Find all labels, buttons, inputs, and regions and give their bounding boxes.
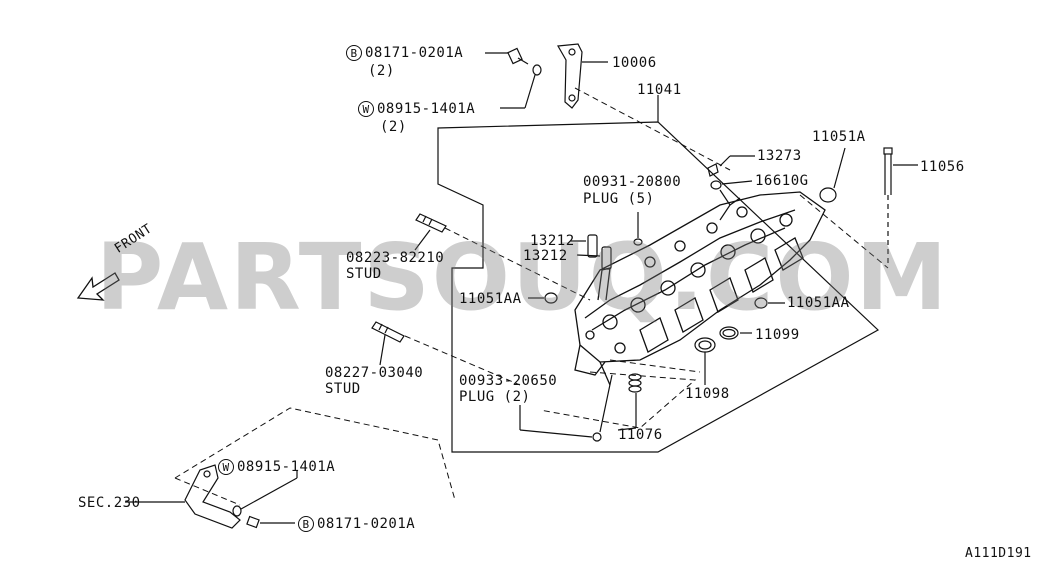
bracket-lower [125,464,298,529]
plug-00933-name: PLUG (2) [459,389,530,405]
part-16610G[interactable]: 16610G [755,173,809,189]
washer-symbol-icon: W [358,101,374,117]
dash-plug-box [539,371,697,429]
part-11051AA-right[interactable]: 11051AA [787,295,850,311]
stud-03040 [371,321,405,366]
bolt-top-qty: (2) [368,63,395,79]
bolt-top-number: 08171-0201A [365,45,464,61]
sec-230-ref[interactable]: SEC.230 [78,495,141,511]
dash-lower-bracket [174,407,456,501]
part-11056[interactable]: 11056 [920,159,965,175]
bolt-symbol-icon-bottom: B [298,516,314,532]
bolt-symbol-icon: B [346,45,362,61]
plug-00933-text: PLUG [459,389,495,405]
plug-00931 [633,212,643,246]
part-08227[interactable]: 08227-03040 [325,365,424,381]
figure-code: A111D191 [965,546,1032,561]
part-13212-upper[interactable]: 13212 [530,233,575,249]
part-11041[interactable]: 11041 [637,82,682,98]
front-arrow-icon [76,272,120,301]
part-11051AA-left[interactable]: 11051AA [459,291,522,307]
part-11051A[interactable]: 11051A [812,129,866,145]
valve-guides [570,234,612,270]
plug-00931-text: PLUG [583,191,619,207]
part-11099[interactable]: 11099 [755,327,800,343]
plug-00933-qty: (2) [503,389,531,405]
plugs-11051AA [528,292,785,309]
dash-stud-upper [444,227,591,301]
washer-symbol-icon-bottom: W [218,459,234,475]
part-00931[interactable]: 00931-20800 [583,174,682,190]
plug-00933 [519,374,613,442]
stud-82210-name: STUD [346,266,382,282]
bolt-bottom-number: 08171-0201A [317,516,416,532]
part-13273[interactable]: 13273 [757,148,802,164]
part-11098[interactable]: 11098 [685,386,730,402]
cylinder-head-body [574,191,826,386]
dash-right [799,194,889,269]
dash-bracket-top [574,87,731,171]
dash-plug-box2 [609,359,701,373]
dash-stud-lower [404,335,521,386]
part-08223[interactable]: 08223-82210 [346,250,445,266]
stud-03040-name: STUD [325,381,361,397]
head-bolt-11056 [883,147,918,265]
stud-82210 [414,213,447,251]
seals-upper [707,147,846,221]
part-10006[interactable]: 10006 [612,55,657,71]
plug-00931-qty: (5) [627,191,655,207]
part-00933[interactable]: 00933-20650 [459,373,558,389]
spring-11076 [617,373,642,431]
part-13212-lower[interactable]: 13212 [523,248,568,264]
washer-top-qty: (2) [380,119,407,135]
dash-lower-bracket2 [174,477,241,506]
part-11076[interactable]: 11076 [618,427,663,443]
washer-bottom-number: 08915-1401A [237,459,336,475]
bracket-10006 [557,43,608,109]
washer-top-number: 08915-1401A [377,101,476,117]
group-outline [437,121,880,453]
bolt-top [485,47,542,109]
plug-00931-name: PLUG (5) [583,191,654,207]
rings [694,326,752,385]
